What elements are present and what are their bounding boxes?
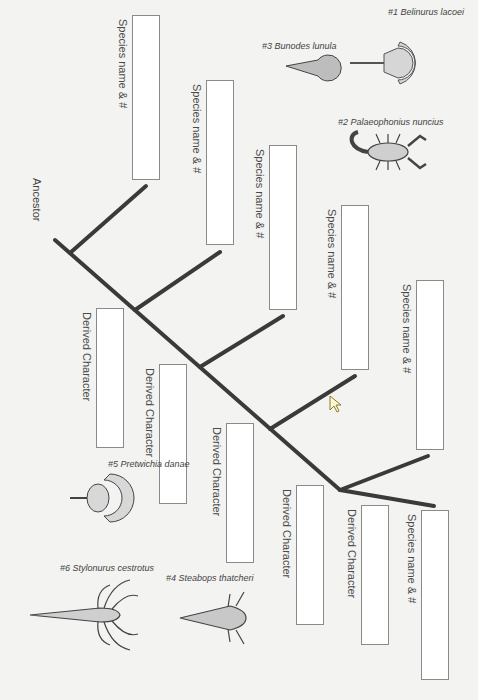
branch-line: [340, 456, 428, 490]
box-heading: Derived Character: [143, 368, 157, 457]
palaeophonus-figure: [352, 132, 426, 170]
box-heading: Species name & #: [400, 284, 414, 373]
box-heading: Derived Character: [80, 312, 94, 401]
branch-line: [270, 376, 355, 429]
branch-line: [340, 490, 434, 506]
species-caption: #4 Steabops thatcheri: [166, 572, 254, 584]
derived-character-box: Derived Character: [345, 505, 391, 645]
box-heading: Derived Character: [345, 509, 359, 598]
stylonurus-figure: [30, 580, 138, 650]
answer-box-outline: [421, 510, 449, 680]
answer-box-outline: [159, 364, 187, 504]
branch-line: [135, 252, 220, 310]
derived-character-box: Derived Character: [143, 364, 189, 504]
steabops-figure: [180, 592, 246, 644]
trunk-line: [55, 240, 340, 490]
answer-box-outline: [361, 505, 389, 645]
box-heading: Species name & #: [405, 514, 419, 603]
branch-line: [200, 316, 283, 367]
species-caption: #6 Stylonurus cestrotus: [60, 562, 154, 574]
answer-box-outline: [416, 280, 444, 450]
species-box: Species name & #: [325, 205, 371, 370]
answer-box-outline: [96, 308, 124, 448]
branch-line: [70, 186, 146, 253]
species-caption: #1 Belinurus lacoei: [388, 6, 464, 18]
root-label: Ancestor: [30, 178, 44, 221]
answer-box-outline: [269, 145, 297, 310]
box-heading: Species name & #: [116, 19, 130, 108]
box-heading: Species name & #: [253, 149, 267, 238]
box-heading: Derived Character: [210, 427, 224, 516]
answer-box-outline: [341, 205, 369, 370]
species-box: Species name & #: [190, 80, 236, 245]
species-box: Species name & #: [116, 15, 162, 180]
species-caption: #3 Bunodes lunula: [262, 40, 337, 52]
mouse-cursor: [330, 396, 341, 412]
species-caption: #2 Palaeophonius nuncius: [338, 116, 444, 128]
species-box: Species name & #: [253, 145, 299, 310]
bunodes-figure: [286, 55, 341, 81]
derived-character-box: Derived Character: [210, 423, 256, 563]
answer-box-outline: [132, 15, 160, 180]
box-heading: Derived Character: [280, 489, 294, 578]
answer-box-outline: [296, 485, 324, 625]
prestwichia-figure: [70, 474, 134, 522]
species-box: Species name & #: [400, 280, 446, 450]
box-heading: Species name & #: [190, 84, 204, 173]
answer-box-outline: [226, 423, 254, 563]
species-box: Species name & #: [405, 510, 451, 680]
species-caption: #5 Pretwichia danae: [108, 458, 190, 470]
answer-box-outline: [206, 80, 234, 245]
derived-character-box: Derived Character: [80, 308, 126, 448]
belinurus-figure: [350, 42, 415, 84]
derived-character-box: Derived Character: [280, 485, 326, 625]
box-heading: Species name & #: [325, 209, 339, 298]
